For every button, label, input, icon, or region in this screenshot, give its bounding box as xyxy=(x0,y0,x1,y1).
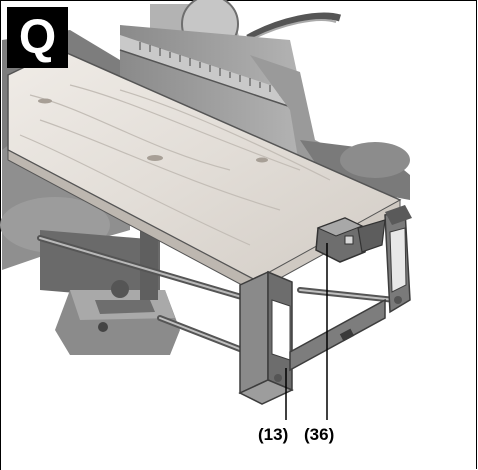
callout-leaders xyxy=(285,243,328,420)
base-left xyxy=(40,225,180,355)
callout-36: (36) xyxy=(304,425,335,444)
fence-rail xyxy=(119,25,410,200)
extension-rods xyxy=(37,235,398,358)
figure-frame-left xyxy=(0,0,1,470)
extension-frame xyxy=(238,205,412,405)
stop-clamp xyxy=(315,217,386,263)
callout-13: (13) xyxy=(258,425,289,444)
figure-letter-badge: Q xyxy=(7,7,68,68)
